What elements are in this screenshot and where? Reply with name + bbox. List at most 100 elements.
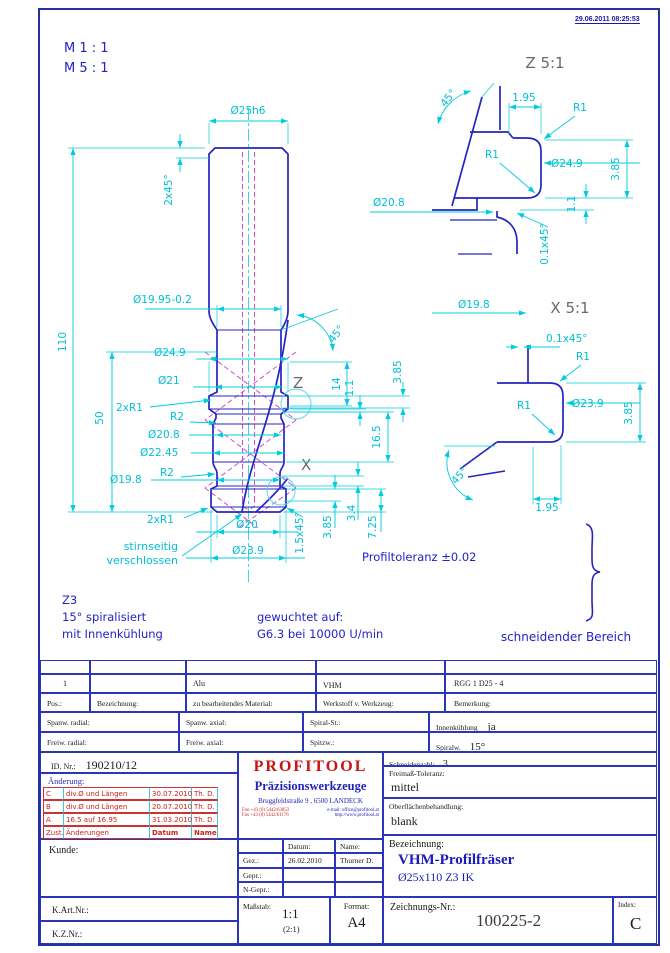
innenkuehlung-cell: Innenkühlung ja [429,712,657,732]
detail-z-dims [370,82,640,228]
dim-d198: Ø19.8 [110,474,142,486]
dim-d20: Ø20 [236,519,258,531]
gepr-label: Gepr.: [238,868,283,882]
note-z3: Z3 [62,593,77,607]
format-cell: Format: A4 [330,897,383,944]
ngepr-label: N-Gepr.: [238,882,283,897]
detail-x-dim-r1-top: R1 [576,351,590,363]
main-dim-labels: Ø25h6 2x45° 110 50 Ø19.95-0.2 Ø24.9 Ø21 … [57,105,404,557]
sign-datum-header: Datum: [283,839,335,853]
detail-z-dim-01x45: 0.1x45° [539,223,551,265]
innenkuehlung-label: Innenkühlung [436,723,478,732]
detail-x-marker: X [301,456,311,474]
freimass-label: Freimaß-Toleranz: [389,769,445,778]
detail-z-title: Z 5:1 [525,54,564,72]
spiral-st-label: Spiral-St.: [303,712,429,732]
detail-z-dim-45: 45° [438,87,459,109]
dim-2xr1-bottom: 2xR1 [147,514,174,526]
spitzw-label: Spitzw.: [303,732,429,752]
massstab-label: Maßstab: [243,902,271,911]
ngepr-datum [283,882,335,897]
detail-z-outline [432,86,542,255]
bezeichnung-field-label: Bezeichnung: [389,839,444,850]
revision-text: div.Ø und Längen [64,800,150,813]
gepr-name [335,868,383,882]
revision-zust-header: Zust. [43,826,64,839]
detail-x-dim-385: 3.85 [623,401,635,424]
kartnr-label: K.Art.Nr.: [52,905,89,915]
revision-datum-header: Datum [150,826,192,839]
schneidenzahl-value: 3 [442,759,448,766]
spiralw-label: Spiralw. [436,743,461,752]
company-fon: Fon +43 (0) 5442/63853 [242,808,290,813]
note-profiltoleranz: Profiltoleranz ±0.02 [362,550,477,564]
detail-x-dim-r1-left: R1 [517,400,531,412]
table-cell-empty [186,660,316,674]
revision-text-header: Änderungen [64,826,150,839]
aenderung-label: Änderung: [48,776,85,786]
company-fax: Fax +43 (0) 5442/61176 [242,813,289,818]
table-cell-empty [90,674,186,693]
dim-110: 110 [57,332,69,352]
note-innenkuehlung: mit Innenkühlung [62,627,163,641]
zeichnungsnr-label: Zeichnungs-Nr.: [390,902,456,913]
detail-z-circle [280,388,312,420]
dim-d21: Ø21 [158,375,180,387]
detail-z-dim-d208: Ø20.8 [373,197,405,209]
company-email: e-mail: office@profitool.at [327,808,379,813]
zeichnungsnr-cell: Zeichnungs-Nr.: 100225-2 [383,897,613,944]
spiralw-cell: Spiralw. 15° [429,732,657,752]
detail-z-dim-r1-left: R1 [485,149,499,161]
dim-d2245: Ø22.45 [140,447,178,459]
company-block: PROFITOOL Präzisionswerkzeuge Bruggfelds… [238,752,383,839]
note-stirnseitig-1: stirnseitig [124,540,178,553]
table-cell-empty [316,660,445,674]
spanw-axial-label: Spanw. axial: [179,712,303,732]
id-cell: ID. Nr.: 190210/12 [40,752,238,773]
kznr-label: K.Z.Nr.: [52,929,83,939]
dim-165: 16.5 [371,425,383,448]
detail-x-title: X 5:1 [550,299,589,317]
detail-x-dim-01x45: 0.1x45° [546,333,588,345]
cutting-area-brace [585,523,601,622]
index-cell: Index: C [613,897,657,944]
note-spiralisiert: 15° spiralisiert [62,610,147,624]
material-value: Alu [186,674,316,693]
drawing-canvas: M 1 : 1 M 5 : 1 [57,41,646,644]
note-schneidender-bereich: schneidender Bereich [501,630,631,644]
bezeichnung-value-line2: Ø25x110 Z3 IK [398,870,475,884]
dim-d208: Ø20.8 [148,429,180,441]
material-label: zu bearbeitendes Material: [186,693,316,712]
revision-text: 16.5 auf 16.95 [64,813,150,826]
dim-725: 7.25 [367,515,379,538]
detail-x-dim-d239: Ø23.9 [572,398,604,410]
dim-45: 45° [326,323,347,345]
revision-name: Th. D. [192,813,218,826]
detail-z-dim-r1-top: R1 [573,102,587,114]
tool-outline [208,147,289,513]
index-label: Index: [618,901,636,909]
spiral-flute-curve [241,319,289,513]
kunde-label: Kunde: [49,845,79,856]
dim-d249: Ø24.9 [154,347,186,359]
revision-name: Th. D. [192,787,218,800]
dim-2x45: 2x45° [163,174,175,206]
table-cell-empty [445,660,657,674]
detail-x-dim-45: 45° [449,465,470,487]
id-label: ID. Nr.: [51,762,76,771]
company-web: http://www.profitool.at [334,813,379,818]
werkstoff-label: Werkstoff v. Werkzeug: [316,693,445,712]
dim-d239: Ø23.9 [232,545,264,557]
detail-z-dim-195: 1.95 [512,92,535,104]
spanw-radial-label: Spanw. radial: [40,712,179,732]
gez-datum: 26.02.2010 [283,853,335,868]
pos-value: 1 [40,674,90,693]
innenkuehlung-value: ja [487,721,496,732]
scale-label-m11: M 1 : 1 [64,41,109,56]
oberflaeche-value: blank [391,814,418,828]
note-gewuchtet-1: gewuchtet auf: [257,610,343,624]
dim-2xr1-top: 2xR1 [116,402,143,414]
drawing-notes: stirnseitig verschlossen Z3 15° spiralis… [62,540,631,644]
id-value: 190210/12 [85,758,138,772]
dim-385-top: 3.85 [392,360,404,383]
